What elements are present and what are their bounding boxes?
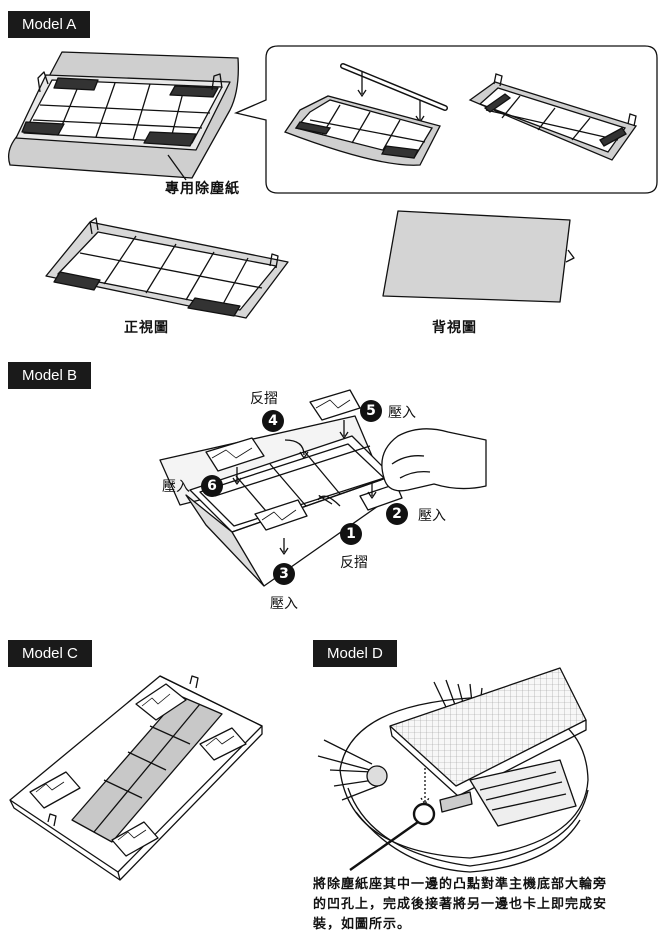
front-view-drawing: [45, 217, 289, 319]
step-5-number: 5: [360, 400, 382, 422]
model-d-instruction: 將除塵紙座其中一邊的凸點對準主機底部大輪旁的凹孔上，完成後接著將另一邊也卡上即完…: [313, 877, 608, 932]
back-view-caption: 背視圖: [432, 320, 477, 336]
model-a-main-drawing: [7, 51, 239, 181]
back-view-drawing: [382, 210, 575, 303]
model-a-label: Model A: [8, 11, 91, 38]
front-view-caption: 正視圖: [124, 320, 169, 336]
step-1-number: 1: [340, 523, 362, 545]
step-2-action: 壓入: [418, 508, 446, 524]
model-c-drawing: [9, 675, 263, 881]
model-a-callout-bubble: [233, 45, 658, 194]
step-3-action: 壓入: [270, 596, 298, 612]
model-b-drawing: [159, 389, 487, 587]
step-5-action: 壓入: [388, 405, 416, 421]
step-1-action: 反摺: [340, 555, 368, 571]
dust-paper-callout: 專用除塵紙: [165, 181, 240, 197]
model-d-drawing: [317, 667, 589, 873]
step-3-number: 3: [273, 563, 295, 585]
model-d-label: Model D: [313, 640, 397, 667]
step-2-number: 2: [386, 503, 408, 525]
step-6-number: 6: [201, 475, 223, 497]
model-b-label: Model B: [8, 362, 92, 389]
step-6-action: 壓入: [162, 479, 190, 495]
model-c-label: Model C: [8, 640, 92, 667]
step-4-number: 4: [262, 410, 284, 432]
step-4-action: 反摺: [250, 391, 278, 407]
